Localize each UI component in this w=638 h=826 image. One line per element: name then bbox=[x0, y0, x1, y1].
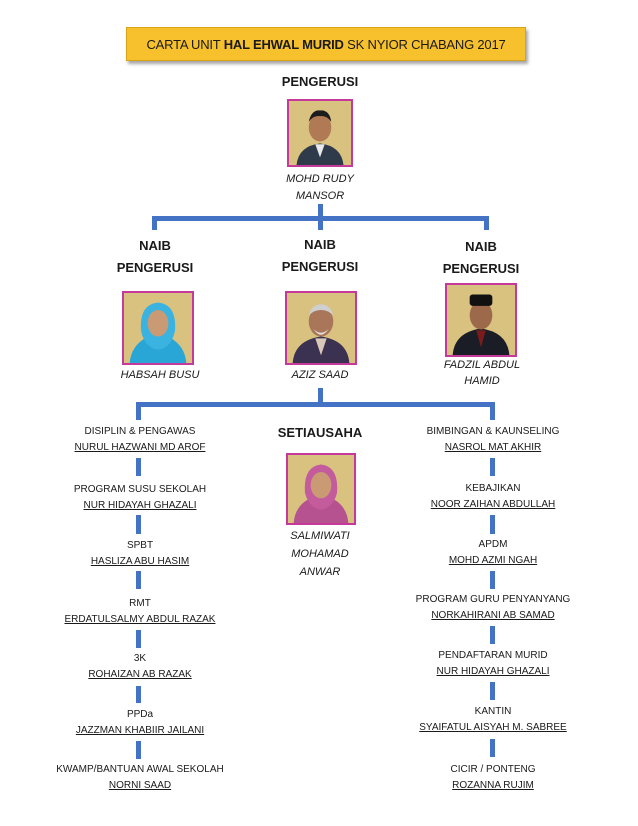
vice-3-role-2: PENGERUSI bbox=[442, 261, 520, 276]
left-unit-6: PPDa JAZZMAN KHABIIR JAILANI bbox=[40, 707, 240, 739]
person-photo-icon bbox=[288, 455, 354, 523]
left-connector-3 bbox=[136, 571, 141, 589]
left-unit-7-person: NORNI SAAD bbox=[108, 780, 172, 791]
right-unit-5-title: PENDAFTARAN MURID bbox=[438, 650, 548, 661]
right-connector-6 bbox=[490, 739, 495, 757]
right-connector-1 bbox=[490, 458, 495, 476]
right-unit-5-person: NUR HIDAYAH GHAZALI bbox=[436, 666, 550, 677]
left-unit-3: SPBT HASLIZA ABU HASIM bbox=[40, 538, 240, 570]
right-unit-3: APDM MOHD AZMI NGAH bbox=[393, 537, 593, 569]
left-unit-6-person: JAZZMAN KHABIIR JAILANI bbox=[75, 725, 205, 736]
vice-1-role-1: NAIB bbox=[139, 238, 171, 253]
person-photo-icon bbox=[447, 285, 515, 355]
title-bold: HAL EHWAL MURID bbox=[223, 36, 344, 52]
secretary-name-2: MOHAMAD bbox=[291, 548, 349, 560]
right-unit-6-title: KANTIN bbox=[474, 706, 512, 717]
right-unit-7-person: ROZANNA RUJIM bbox=[452, 780, 534, 791]
connector-units-down bbox=[318, 388, 323, 406]
chair-name-2: MANSOR bbox=[295, 190, 345, 202]
right-unit-4: PROGRAM GURU PENYANYANG NORKAHIRANI AB S… bbox=[383, 592, 603, 624]
left-unit-3-person: HASLIZA ABU HASIM bbox=[90, 556, 190, 567]
right-connector-5 bbox=[490, 682, 495, 700]
right-connector-2 bbox=[490, 515, 495, 534]
right-unit-1-person: NASROL MAT AKHIR bbox=[444, 442, 542, 453]
connector-units-left bbox=[136, 402, 141, 420]
right-unit-3-person: MOHD AZMI NGAH bbox=[448, 555, 538, 566]
vice-1-name-1: HABSAH BUSU bbox=[120, 369, 200, 381]
secretary-name-1: SALMIWATI bbox=[290, 530, 350, 542]
vice-3-role-1: NAIB bbox=[465, 239, 497, 254]
left-unit-7-title: KWAMP/BANTUAN AWAL SEKOLAH bbox=[56, 764, 224, 775]
chart-title: CARTA UNIT HAL EHWAL MURID SK NYIOR CHAB… bbox=[126, 27, 526, 61]
vice-2-name-1: AZIZ SAAD bbox=[291, 369, 349, 381]
right-connector-3 bbox=[490, 571, 495, 589]
vice-3-name-2: HAMID bbox=[464, 375, 500, 387]
right-unit-4-person: NORKAHIRANI AB SAMAD bbox=[431, 610, 555, 621]
right-unit-2-title: KEBAJIKAN bbox=[465, 483, 521, 494]
connector-units-right bbox=[490, 402, 495, 420]
right-unit-2: KEBAJIKAN NOOR ZAIHAN ABDULLAH bbox=[393, 481, 593, 513]
connector-vice-center bbox=[318, 216, 323, 230]
secretary-name-3: ANWAR bbox=[299, 566, 341, 578]
title-prefix: CARTA UNIT bbox=[146, 36, 224, 52]
right-unit-2-person: NOOR ZAIHAN ABDULLAH bbox=[430, 499, 556, 510]
right-unit-4-title: PROGRAM GURU PENYANYANG bbox=[415, 594, 571, 605]
right-unit-1: BIMBINGAN & KAUNSELING NASROL MAT AKHIR bbox=[393, 424, 593, 456]
left-unit-3-title: SPBT bbox=[126, 540, 154, 551]
left-unit-6-title: PPDa bbox=[126, 709, 154, 720]
left-connector-1 bbox=[136, 458, 141, 476]
left-unit-1-title: DISIPLIN & PENGAWAS bbox=[84, 426, 196, 437]
left-unit-2: PROGRAM SUSU SEKOLAH NUR HIDAYAH GHAZALI bbox=[40, 482, 240, 514]
left-connector-4 bbox=[136, 630, 141, 648]
connector-units-bar bbox=[136, 402, 495, 407]
vice-3-name-1: FADZIL ABDUL bbox=[443, 359, 521, 371]
left-unit-5-person: ROHAIZAN AB RAZAK bbox=[88, 669, 192, 680]
right-unit-6: KANTIN SYAIFATUL AISYAH M. SABREE bbox=[383, 704, 603, 736]
vice-2-role-1: NAIB bbox=[304, 237, 336, 252]
chair-photo bbox=[287, 99, 353, 167]
person-photo-icon bbox=[124, 293, 192, 363]
left-unit-7: KWAMP/BANTUAN AWAL SEKOLAH NORNI SAAD bbox=[30, 762, 250, 794]
right-unit-7-title: CICIR / PONTENG bbox=[450, 764, 536, 775]
connector-chair-down bbox=[318, 204, 323, 220]
left-unit-1-person: NURUL HAZWANI MD AROF bbox=[74, 442, 206, 453]
vice-2-role-2: PENGERUSI bbox=[281, 259, 359, 274]
person-photo-icon bbox=[287, 293, 355, 363]
left-connector-6 bbox=[136, 741, 141, 759]
left-unit-4-person: ERDATULSALMY ABDUL RAZAK bbox=[64, 614, 216, 625]
connector-vice-right bbox=[484, 216, 489, 230]
title-suffix: SK NYIOR CHABANG 2017 bbox=[343, 36, 506, 52]
left-connector-5 bbox=[136, 686, 141, 703]
left-unit-5: 3K ROHAIZAN AB RAZAK bbox=[40, 651, 240, 683]
vice-1-role-2: PENGERUSI bbox=[116, 260, 194, 275]
secretary-photo bbox=[286, 453, 356, 525]
right-unit-5: PENDAFTARAN MURID NUR HIDAYAH GHAZALI bbox=[393, 648, 593, 680]
right-unit-3-title: APDM bbox=[478, 539, 508, 550]
vice-2-photo bbox=[285, 291, 357, 365]
chair-name-1: MOHD RUDY bbox=[286, 173, 354, 185]
left-unit-2-title: PROGRAM SUSU SEKOLAH bbox=[73, 484, 207, 495]
right-unit-6-person: SYAIFATUL AISYAH M. SABREE bbox=[419, 722, 567, 733]
secretary-role: SETIAUSAHA bbox=[277, 425, 363, 440]
left-unit-4-title: RMT bbox=[129, 598, 151, 609]
right-unit-7: CICIR / PONTENG ROZANNA RUJIM bbox=[393, 762, 593, 794]
vice-3-photo bbox=[445, 283, 517, 357]
vice-1-photo bbox=[122, 291, 194, 365]
person-photo-icon bbox=[289, 101, 351, 165]
left-connector-2 bbox=[136, 515, 141, 534]
left-unit-4: RMT ERDATULSALMY ABDUL RAZAK bbox=[30, 596, 250, 628]
connector-vice-left bbox=[152, 216, 157, 230]
right-unit-1-title: BIMBINGAN & KAUNSELING bbox=[426, 426, 560, 437]
left-unit-2-person: NUR HIDAYAH GHAZALI bbox=[83, 500, 197, 511]
left-unit-5-title: 3K bbox=[133, 653, 147, 664]
right-connector-4 bbox=[490, 626, 495, 644]
chair-role: PENGERUSI bbox=[281, 74, 359, 89]
left-unit-1: DISIPLIN & PENGAWAS NURUL HAZWANI MD ARO… bbox=[40, 424, 240, 456]
